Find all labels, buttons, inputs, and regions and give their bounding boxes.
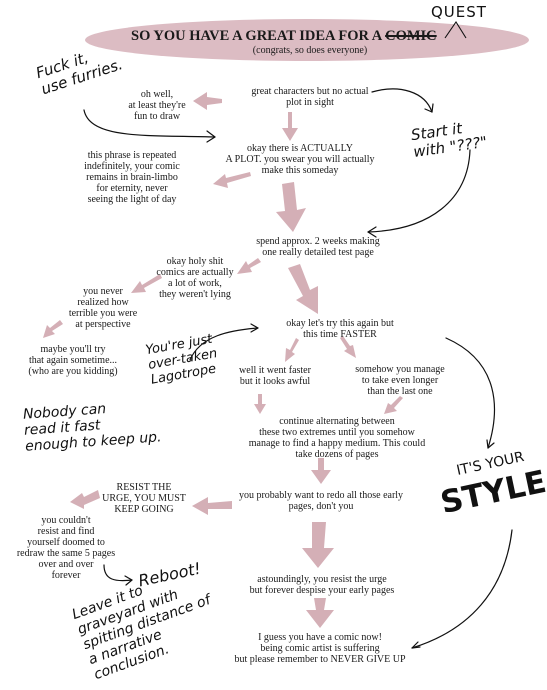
arrow-work-to-terrible (131, 274, 162, 293)
node-test-page: spend approx. 2 weeks making one really … (256, 236, 380, 258)
node-start: great characters but no actual plot in s… (251, 86, 369, 108)
node-resist: RESIST THE URGE, YOU MUST KEEP GOING (102, 482, 186, 515)
arrow-redo-to-urge (302, 522, 334, 568)
arrow-alt-to-redo (311, 458, 331, 484)
node-terrible: you never realized how terrible you were… (68, 286, 138, 330)
arrow-resist-to-doomed (70, 490, 100, 509)
note-nobody: Nobody can read it fast enough to keep u… (22, 401, 163, 455)
title-main: SO YOU HAVE A GREAT IDEA FOR A (131, 28, 382, 44)
hand-arrow-reboot (103, 564, 133, 582)
node-maybe: maybe you'll try that again sometime... … (28, 344, 118, 377)
hand-arrow-style-down (411, 529, 513, 649)
node-went-faster: well it went faster but it looks awful (239, 365, 311, 387)
arrow-testpage-to-work (237, 258, 261, 274)
title-subtitle: (congrats, so does everyone) (252, 45, 368, 56)
arrow-plot-to-testpage (276, 182, 306, 232)
title-ellipse (85, 19, 529, 61)
arrow-plot-to-limbo (213, 172, 251, 188)
arrow-longer-to-alt (384, 396, 403, 414)
title-replacement-word: QUEST (431, 3, 487, 21)
node-alternating: continue alternating between these two e… (248, 416, 426, 460)
node-resist-urge: astoundingly, you resist the urge but fo… (249, 574, 395, 596)
arrow-urge-to-final (306, 598, 334, 628)
node-doomed: you couldn't resist and find yourself do… (16, 515, 116, 581)
page-title: SO YOU HAVE A GREAT IDEA FOR A COMIC (131, 28, 437, 45)
node-redo: you probably want to redo all those earl… (238, 490, 404, 512)
hand-arrow-startit-down (367, 149, 471, 233)
title-struck-word: COMIC (385, 28, 437, 44)
arrow-start-to-plot (282, 112, 298, 141)
arrow-went-to-alt (254, 394, 266, 414)
arrow-redo-to-resist (192, 497, 232, 515)
arrow-testpage-to-faster (288, 264, 318, 314)
arrow-terrible-to-maybe (43, 320, 63, 338)
node-limbo: this phrase is repeated indefinitely, yo… (84, 150, 180, 205)
node-plot: okay there is ACTUALLY A PLOT. you swear… (225, 143, 375, 176)
hand-arrow-furries (83, 109, 216, 138)
node-even-longer: somehow you manage to take even longer t… (355, 364, 445, 397)
hand-arrow-startit-top (371, 88, 433, 113)
hand-arrow-style (445, 337, 496, 449)
node-lot-of-work: okay holy shit comics are actually a lot… (156, 256, 234, 300)
node-final: I guess you have a comic now! being comi… (234, 632, 406, 665)
arrow-start-to-ohwell (193, 92, 222, 110)
arrow-faster-to-longer (340, 336, 356, 358)
arrow-faster-to-went (285, 338, 299, 362)
node-oh-well: oh well, at least they're fun to draw (128, 89, 186, 122)
node-faster: okay let's try this again but this time … (286, 318, 394, 340)
hand-arrow-lagotrope (189, 327, 259, 361)
